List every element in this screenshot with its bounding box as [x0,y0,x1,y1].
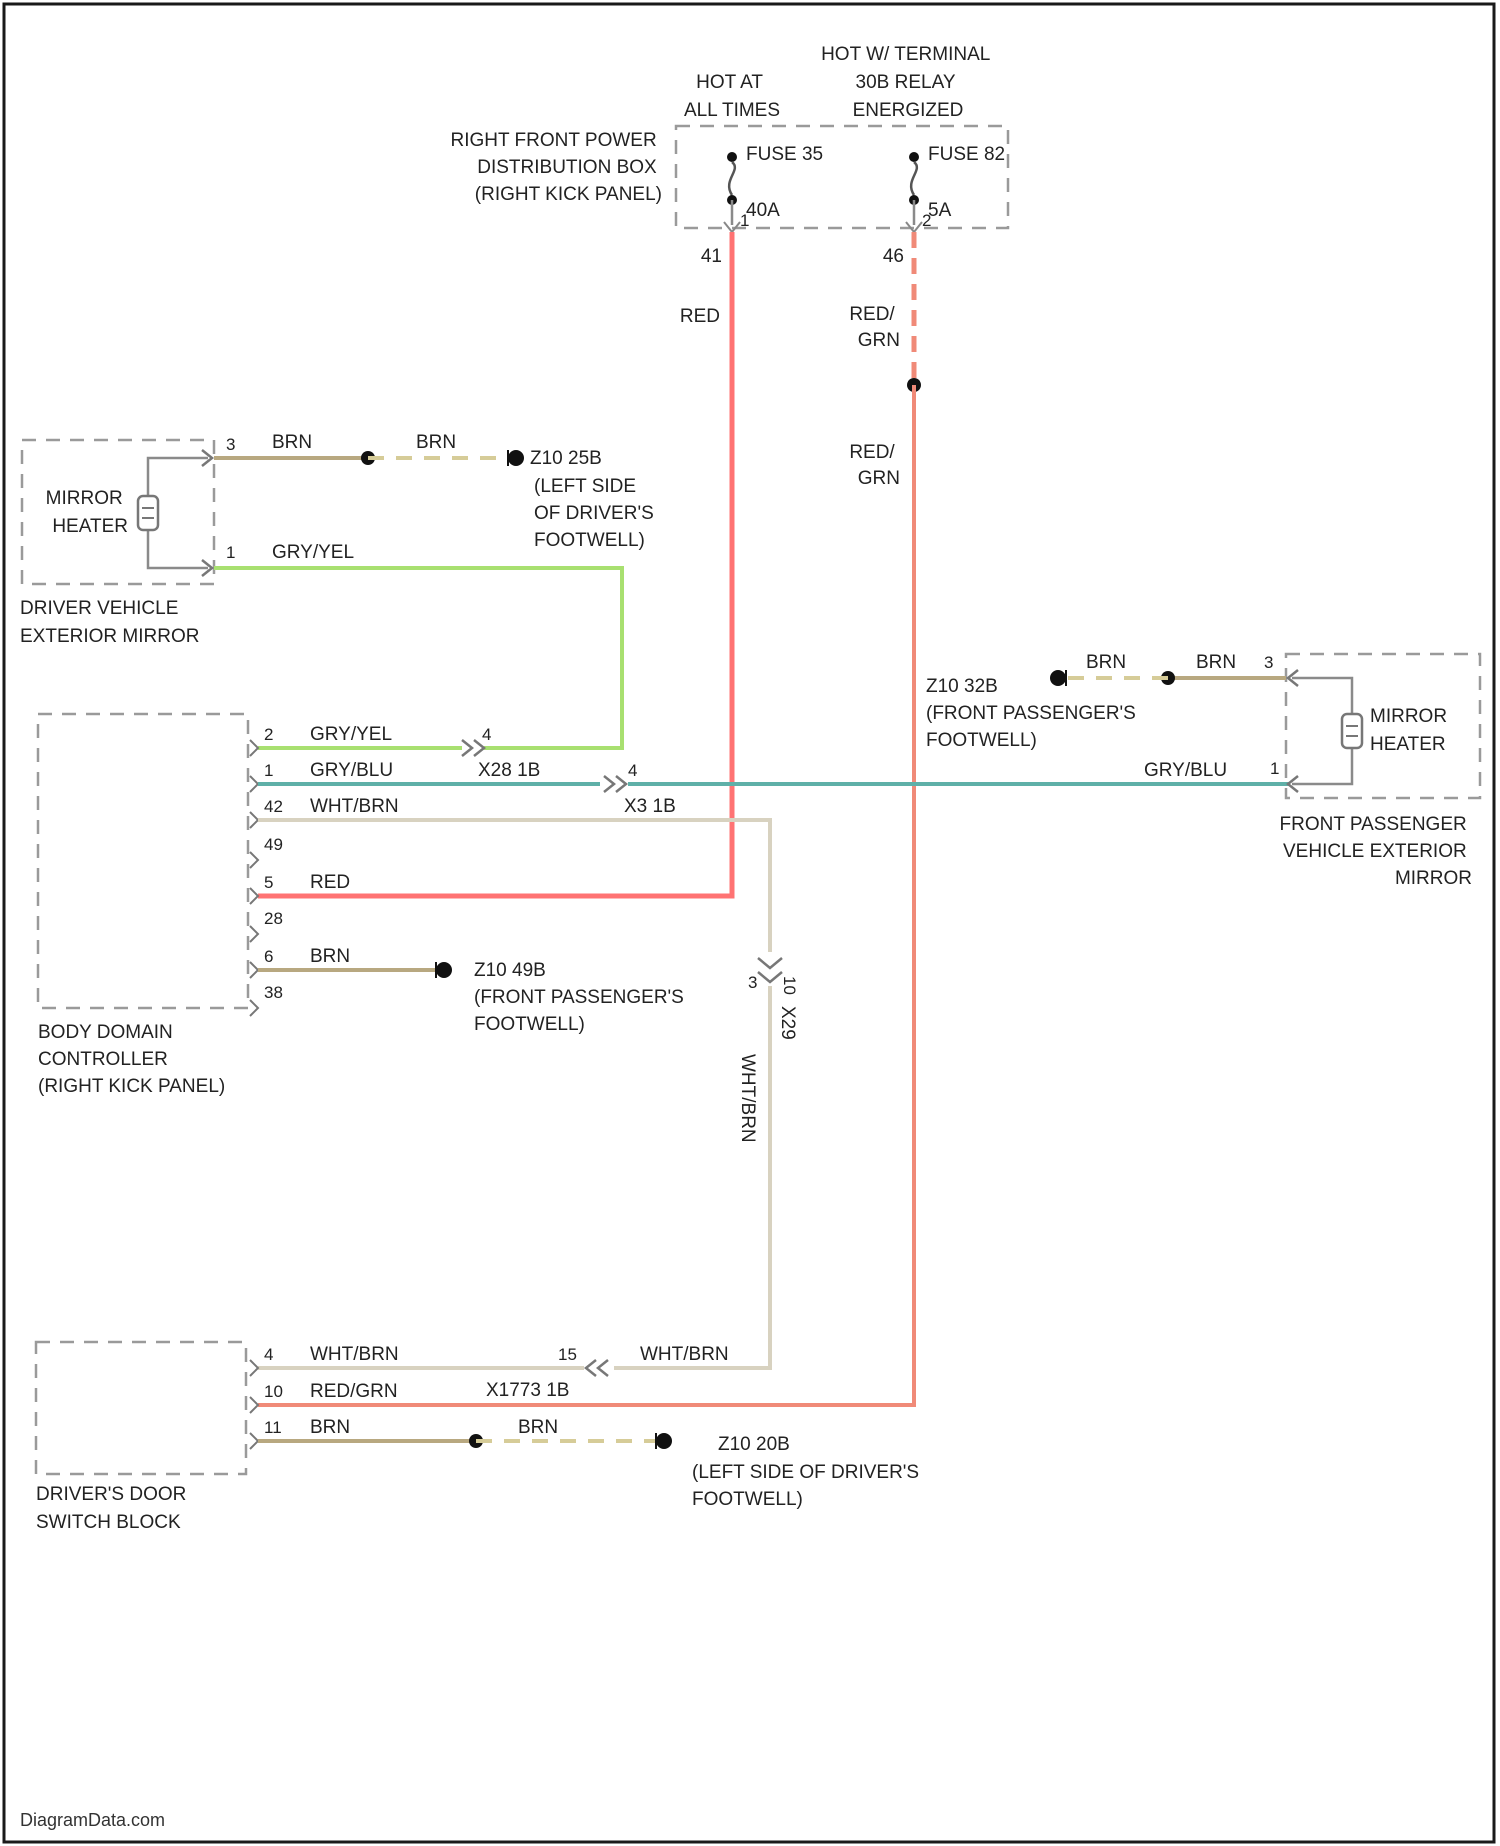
wire-label-wht-brn-switch: WHT/BRN [310,1344,399,1365]
wire-label-wht-brn-vertical: WHT/BRN [737,1054,758,1143]
wire-label-wht-brn-x1773: WHT/BRN [640,1344,729,1365]
power-distribution-box-name: RIGHT FRONT POWER DISTRIBUTION BOX (RIGH… [451,130,662,205]
wire-label-gry-yel-top: GRY/YEL [272,542,354,563]
ground-z10-20b-icon [656,1433,672,1449]
switch-block-pin-4: 4 [264,1345,273,1364]
ground-z10-49b-icon [436,962,452,978]
wire-label-red: RED [680,306,720,327]
wire-label-brn-driver-mirror-dashed: BRN [416,432,456,453]
switch-block-pin-10: 10 [264,1382,283,1401]
bdc-pin-6: 6 [264,947,273,966]
diagram-frame [4,4,1494,1842]
connector-x28-label: X28 1B [478,760,540,781]
wire-label-brn-switch-dashed: BRN [518,1417,558,1438]
wire-label-brn-driver-mirror: BRN [272,432,312,453]
wire-label-brn-switch: BRN [310,1417,350,1438]
fuse-82-pin: 46 [883,246,904,267]
fuse-35-amp: 40A [746,200,780,221]
wire-label-brn-bdc: BRN [310,946,350,967]
bdc-pin-1: 1 [264,761,273,780]
bdc-pin-5: 5 [264,873,273,892]
bdc-pin-42: 42 [264,797,283,816]
watermark: DiagramData.com [20,1810,165,1830]
wire-label-red-grn-switch: RED/GRN [310,1381,398,1402]
bdc-pin-49: 49 [264,835,283,854]
connector-x28-pin: 4 [482,725,491,744]
wire-label-brn-passenger-mirror: BRN [1196,652,1236,673]
connector-x29-pin-3: 3 [748,973,757,992]
wire-label-gry-blu-passenger: GRY/BLU [1144,760,1227,781]
passenger-mirror-pin-3: 3 [1264,653,1273,672]
passenger-mirror-pin-1: 1 [1270,759,1279,778]
fuse-82-label: FUSE 82 [928,144,1005,165]
bdc-pin-2: 2 [264,725,273,744]
fuse-35-pin: 41 [701,246,722,267]
passenger-mirror-heater-icon [1342,714,1362,748]
pdb-pin-right-number: 2 [922,211,931,230]
ground-z10-25b-icon [508,450,524,466]
bdc-pin-38: 38 [264,983,283,1002]
driver-mirror-heater-icon [138,496,158,530]
bdc-pin-28: 28 [264,909,283,928]
pdb-pin-left-number: 1 [740,211,749,230]
switch-block-pin-11: 11 [264,1418,282,1437]
connector-x1773-pin: 15 [558,1345,577,1364]
wire-label-red-bdc: RED [310,872,350,893]
wire-label-gry-yel-bdc: GRY/YEL [310,724,392,745]
connector-x3-label: X3 1B [624,796,676,817]
driver-mirror-pin-1: 1 [226,543,235,562]
wire-label-brn-passenger-mirror-dashed: BRN [1086,652,1126,673]
fuse-35-label: FUSE 35 [746,144,823,165]
wire-label-wht-brn-bdc: WHT/BRN [310,796,399,817]
connector-x29-pin-10: 10 [780,976,799,995]
wire-label-gry-blu-bdc: GRY/BLU [310,760,393,781]
connector-x3-pin: 4 [628,761,637,780]
driver-mirror-pin-3: 3 [226,435,235,454]
ground-z10-32b-icon [1050,670,1066,686]
connector-x29-label: X29 [777,1006,798,1040]
connector-x1773-label: X1773 1B [486,1380,569,1401]
fuse-82-amp: 5A [928,200,952,221]
